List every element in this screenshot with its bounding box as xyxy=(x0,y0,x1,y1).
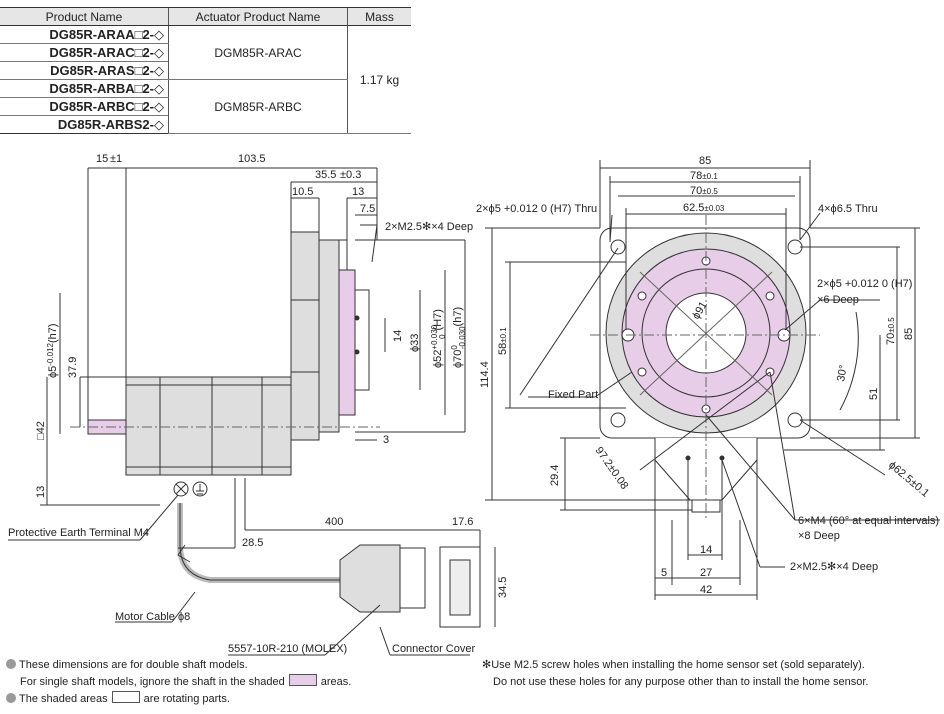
mass-value: 1.17 kg xyxy=(347,25,411,134)
notes-right: ✻Use M2.5 screw holes when installing th… xyxy=(482,657,868,691)
thru-right-label: 4×ϕ6.5 Thru xyxy=(818,203,878,215)
note-1: These dimensions are for double shaft mo… xyxy=(19,659,248,671)
note-5: Do not use these holes for any purpose o… xyxy=(493,676,869,688)
shaded-table xyxy=(338,269,356,416)
dim-70: 70±0.5 xyxy=(690,185,718,197)
header-product-name: Product Name xyxy=(0,7,169,26)
header-mass: Mass xyxy=(347,7,411,26)
connector-cover-label: Connector Cover xyxy=(392,643,475,655)
dim-square: □42 xyxy=(35,421,47,440)
header-actuator-name: Actuator Product Name xyxy=(168,7,348,26)
note-2b: areas. xyxy=(320,676,352,688)
gear-housing xyxy=(290,231,320,441)
dim-14-front: 14 xyxy=(700,544,712,556)
dim-overall-length: 103.5 xyxy=(238,153,266,165)
dim-62-5: 62.5±0.03 xyxy=(683,202,725,214)
notes-left: These dimensions are for double shaft mo… xyxy=(6,657,351,708)
product-name: DG85R-ARBS2-◇ xyxy=(0,115,169,134)
dim-85-top: 85 xyxy=(699,155,711,167)
dim-5: 5 xyxy=(661,567,667,579)
actuator-name: DGM85R-ARBC xyxy=(168,79,348,134)
dim-d70: ϕ700-0.030(h7) xyxy=(450,307,467,368)
thru-left-label: 2×ϕ5 +0.012 0 (H7) Thru xyxy=(476,203,597,215)
note-3a: The shaded areas xyxy=(19,693,108,705)
dim-114: 114.4 xyxy=(479,361,491,388)
dim-14: 14 xyxy=(392,330,404,342)
dim-bottom: 13 xyxy=(35,486,47,498)
m4-label: 6×M4 (60° at equal intervals) xyxy=(798,515,939,527)
dim-tol: ±0.3 xyxy=(340,169,361,181)
dim-d33: ϕ33 xyxy=(409,334,421,352)
dim-shaft-dia: ϕ5-0.012(h7) xyxy=(46,323,59,378)
dim-29-4: 29.4 xyxy=(549,465,561,486)
side-view xyxy=(8,167,496,656)
bullet-icon xyxy=(6,659,16,669)
dim-58: 58±0.1 xyxy=(497,327,509,355)
product-name: DG85R-ARBC□2-◇ xyxy=(0,97,169,116)
dim-51: 51 xyxy=(868,388,880,400)
rotating-table xyxy=(318,239,340,433)
dim-d52: ϕ52+0.0300(H7) xyxy=(430,309,447,368)
product-name: DG85R-ARAA□2-◇ xyxy=(0,25,169,44)
side-view-labels: 15 ±1 103.5 35.5 ±0.3 10.5 13 7.5 2×M2.5… xyxy=(8,153,509,655)
note-4: ✻Use M2.5 screw holes when installing th… xyxy=(482,659,865,671)
dim-78: 78±0.1 xyxy=(690,170,718,182)
dim-28-5: 28.5 xyxy=(242,537,263,549)
dim-tol: ±1 xyxy=(110,153,122,165)
dim-62-5-circle: ϕ62.5±0.1 xyxy=(886,459,931,500)
dim-shaft-length: 15 xyxy=(96,153,108,165)
m25-label: 2×M2.5✻×4 Deep xyxy=(385,221,473,233)
dim-3: 3 xyxy=(383,434,389,446)
dim-34-5: 34.5 xyxy=(497,577,509,598)
deep6b-label: ×6 Deep xyxy=(817,294,859,306)
shaded-swatch-icon xyxy=(288,674,317,686)
note-2a: For single shaft models, ignore the shaf… xyxy=(20,676,285,688)
product-name: DG85R-ARBA□2-◇ xyxy=(0,79,169,98)
m4b-label: ×8 Deep xyxy=(798,530,840,542)
dim-70-right: 70±0.5 xyxy=(885,317,897,345)
m25-front-label: 2×M2.5✻×4 Deep xyxy=(790,561,878,573)
pe-terminal-label: Protective Earth Terminal M4 xyxy=(8,527,149,539)
molex-label: 5557-10R-210 (MOLEX) xyxy=(228,643,347,655)
fixed-part-label: Fixed Part xyxy=(548,389,598,401)
dim-17-6: 17.6 xyxy=(452,516,473,528)
dim-table-step: 13 xyxy=(352,186,364,198)
dim-85-right: 85 xyxy=(903,328,915,340)
spec-table: Product Name Actuator Product Name Mass … xyxy=(0,7,411,134)
dim-27: 27 xyxy=(700,567,712,579)
dim-flange: 10.5 xyxy=(292,186,313,198)
front-view xyxy=(485,160,940,600)
angle-label: 30° xyxy=(835,364,850,382)
note-3b: are rotating parts. xyxy=(143,693,230,705)
dim-shaft-height: 37.9 xyxy=(67,357,79,378)
motor-cable-label: Motor Cable ϕ8 xyxy=(115,611,190,623)
dim-cable-length: 400 xyxy=(325,516,343,528)
dim-recess: 7.5 xyxy=(360,203,375,215)
dim-97-2: 97.2±0.08 xyxy=(593,445,631,492)
product-name: DG85R-ARAC□2-◇ xyxy=(0,43,169,62)
motor-body xyxy=(125,376,292,476)
dim-42: 42 xyxy=(700,584,712,596)
actuator-name: DGM85R-ARAC xyxy=(168,25,348,80)
bullet-icon xyxy=(6,693,16,703)
dim-table-height: 35.5 xyxy=(315,169,336,181)
product-name: DG85R-ARAS□2-◇ xyxy=(0,61,169,80)
deep6-label: 2×ϕ5 +0.012 0 (H7) xyxy=(817,278,912,290)
rotating-swatch-icon xyxy=(111,691,140,703)
